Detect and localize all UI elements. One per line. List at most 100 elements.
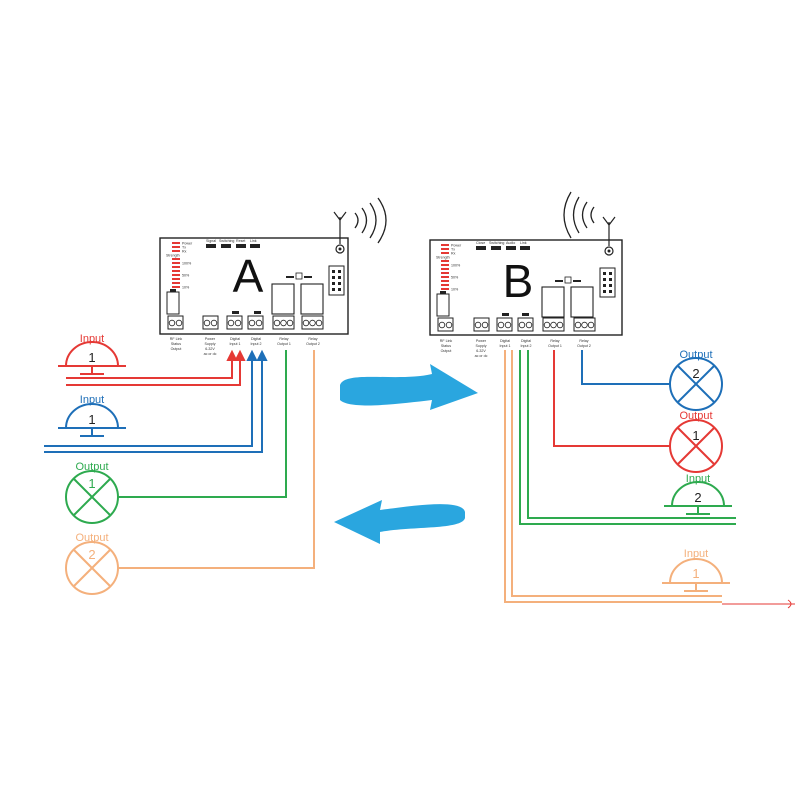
board-b-relay-1 — [541, 286, 565, 318]
board-b-chip — [564, 276, 572, 284]
board-b-header-label: Audio — [506, 241, 515, 245]
device-label: Output — [679, 410, 712, 422]
board-a-jumper-headers: Signal Switching Reset Link — [206, 239, 260, 248]
terminal-label: Relay — [308, 337, 317, 341]
wire-b-output-1 — [553, 350, 670, 447]
device-label: Input — [80, 333, 104, 345]
board-b-led-label: Rx — [451, 252, 456, 256]
push-button-icon — [662, 558, 730, 592]
terminal-label: Status — [171, 342, 181, 346]
board-a-led-label: Rx — [182, 250, 187, 254]
device-number: 1 — [88, 350, 95, 365]
board-a-led-label: 50% — [182, 274, 190, 278]
device-label: Input — [80, 394, 104, 406]
device-number: 1 — [88, 476, 95, 491]
wire-a-input-2 — [44, 349, 268, 453]
board-a-capacitor — [166, 291, 180, 315]
board-b-connector — [599, 267, 616, 298]
terminal-label: Output 2 — [306, 342, 320, 346]
push-button-icon — [58, 341, 126, 375]
device-label: Input — [686, 473, 710, 485]
terminal-label: Relay — [550, 339, 559, 343]
board-b-terminal-labels: RF Link Status Output Power Supply 6-32V… — [440, 339, 591, 358]
device-number: 1 — [692, 428, 699, 443]
device-number: 2 — [694, 490, 701, 505]
board-a-header-label: Reset — [236, 239, 245, 243]
board-b-capacitor — [436, 293, 450, 317]
board-a-led-label: Strength — [166, 254, 180, 258]
board-a-connector — [328, 265, 345, 296]
device-label: Output — [75, 461, 108, 473]
device-label: Output — [679, 349, 712, 361]
board-b-led-label: Strength — [436, 256, 450, 260]
board-a: Power Tx Rx Strength 100% 50% 10% Signal… — [159, 237, 349, 356]
board-a-led-label: Power — [182, 242, 193, 246]
terminal-label: ac or dc — [475, 354, 488, 358]
terminal-label: Status — [441, 344, 451, 348]
lamp-icon — [65, 470, 119, 524]
terminal-label: Output 1 — [277, 342, 291, 346]
board-a-led-labels: Power Tx Rx Strength 100% 50% 10% — [166, 242, 193, 290]
lamp-icon — [669, 419, 723, 473]
board-a-led-label: Tx — [182, 246, 186, 250]
board-b-led-label: 50% — [451, 276, 459, 280]
terminal-label: Input 1 — [230, 342, 241, 346]
terminal-label: Input 2 — [521, 344, 532, 348]
wire-a-input-1 — [66, 349, 246, 386]
board-b-led-column — [441, 244, 449, 290]
antenna-icon — [602, 216, 616, 246]
terminal-label: Relay — [579, 339, 588, 343]
wire-a-output-2 — [118, 350, 315, 569]
terminal-label: Supply — [205, 342, 216, 346]
push-button-icon — [58, 403, 126, 437]
wire-b-input-2 — [519, 350, 736, 525]
board-b-header-label: Link — [520, 241, 527, 245]
device-label: Input — [684, 548, 708, 560]
terminal-label: Digital — [521, 339, 531, 343]
curved-arrow-icon — [334, 500, 465, 544]
board-a-header-label: Link — [250, 239, 257, 243]
terminal-label: Relay — [279, 337, 288, 341]
lamp-icon — [65, 541, 119, 595]
terminal-label: Power — [205, 337, 216, 341]
wire-b-input-1 — [504, 350, 722, 603]
terminal-label: ac or dc — [204, 352, 217, 356]
terminal-label: Output 1 — [548, 344, 562, 348]
antenna-icon — [333, 211, 347, 244]
board-b-jumper-headers: Close Switching Audio Link — [476, 241, 530, 250]
terminal-label: RF Link — [170, 337, 183, 341]
board-b-led-label: 10% — [451, 288, 459, 292]
terminal-label: Output — [171, 347, 182, 351]
push-button-icon — [664, 481, 732, 515]
radio-wave-icon — [563, 191, 595, 239]
board-a-terminal-labels: RF Link Status Output Power Supply 6-32V… — [170, 337, 320, 356]
terminal-label: Output — [441, 349, 452, 353]
board-a-chip — [295, 272, 303, 280]
board-a-led-column — [172, 242, 180, 288]
board-b: Power Tx Rx Strength 100% 50% 10% Close … — [429, 239, 623, 358]
board-b-led-label: 100% — [451, 264, 461, 268]
board-b-header-label: Close — [476, 241, 485, 245]
wire-b-output-2 — [581, 350, 670, 385]
wire-a-output-1 — [118, 350, 287, 498]
terminal-label: Input 2 — [251, 342, 262, 346]
terminal-label: Digital — [500, 339, 510, 343]
board-a-relay-1 — [271, 283, 295, 315]
terminal-label: Supply — [476, 344, 487, 348]
terminal-label: Digital — [230, 337, 240, 341]
board-b-led-labels: Power Tx Rx Strength 100% 50% 10% — [436, 244, 462, 292]
device-number: 1 — [88, 412, 95, 427]
lamp-icon — [669, 357, 723, 411]
terminal-label: Digital — [251, 337, 261, 341]
terminal-label: Output 2 — [577, 344, 591, 348]
device-number: 1 — [692, 566, 699, 581]
radio-wave-icon — [354, 197, 387, 244]
board-b-header-label: Switching — [489, 241, 504, 245]
device-number: 2 — [88, 547, 95, 562]
board-a-relay-2 — [300, 283, 324, 315]
board-a-letter: A — [233, 250, 264, 302]
terminal-label: Power — [476, 339, 487, 343]
curved-arrow-icon — [340, 364, 478, 410]
board-a-header-label: Signal — [206, 239, 216, 243]
